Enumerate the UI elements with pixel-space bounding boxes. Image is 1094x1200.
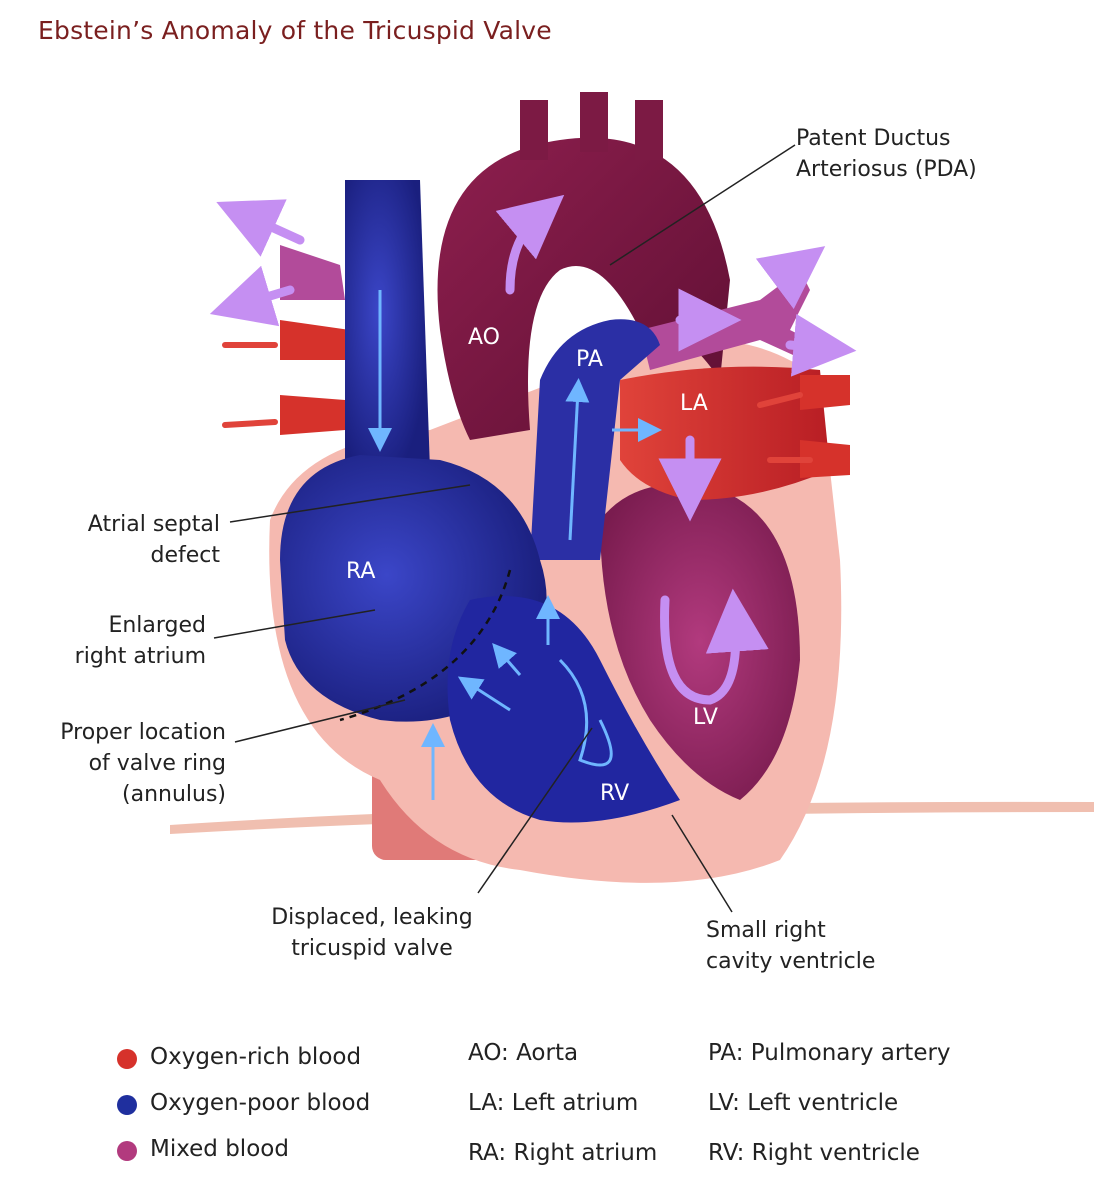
pulmonary-artery	[530, 319, 660, 560]
pericardium-band	[170, 801, 1094, 834]
abbr-lv: LV: Left ventricle	[708, 1090, 899, 1116]
superior-vena-cava	[345, 180, 430, 470]
legend-mixed: Mixed blood	[150, 1136, 289, 1162]
abbr-ao: AO: Aorta	[468, 1040, 579, 1066]
label-la: LA	[680, 391, 708, 416]
left-ventricle	[600, 484, 800, 800]
abbr-la: LA: Left atrium	[468, 1090, 639, 1116]
label-ao: AO	[468, 325, 500, 350]
heart-diagram	[170, 92, 1094, 913]
left-vessels	[280, 245, 350, 435]
callout-lines	[213, 144, 796, 913]
label-lv: LV	[693, 705, 718, 730]
legend-oxygen-poor: Oxygen-poor blood	[150, 1090, 371, 1116]
legend-dot-oxygen-poor	[117, 1095, 137, 1115]
mixed-flow-arrows-left	[209, 199, 857, 377]
abbr-ra: RA: Right atrium	[468, 1140, 658, 1166]
label-pa: PA	[576, 347, 603, 372]
red-flow-arrows	[222, 342, 813, 463]
abbr-rv: RV: Right ventricle	[708, 1140, 920, 1166]
legend-dot-oxygen-rich	[117, 1049, 137, 1069]
label-ra: RA	[346, 559, 376, 584]
legend-oxygen-rich: Oxygen-rich blood	[150, 1044, 362, 1070]
page-title: Ebstein’s Anomaly of the Tricuspid Valve	[38, 16, 552, 45]
left-atrium	[620, 366, 830, 500]
legend-dot-mixed	[117, 1141, 137, 1161]
blue-flow-arrows	[368, 290, 662, 800]
abbr-pa: PA: Pulmonary artery	[708, 1040, 951, 1066]
proper-valve-ring	[339, 569, 512, 722]
mixed-flow-arrows	[495, 194, 769, 705]
label-rv: RV	[600, 781, 630, 806]
